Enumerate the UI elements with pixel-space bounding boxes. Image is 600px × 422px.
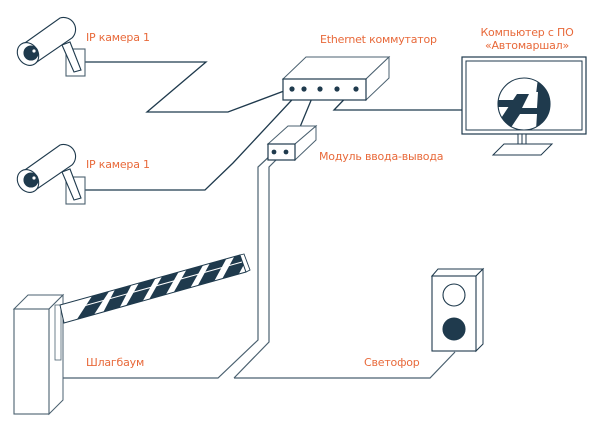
computer-label: Компьютер с ПО «Автомаршал»	[468, 26, 586, 52]
wire-io-barrier	[62, 152, 274, 379]
camera-2-label: IP камера 1	[86, 158, 150, 171]
wire-io-trafficlight	[234, 351, 456, 379]
camera-1-label: IP камера 1	[86, 31, 150, 44]
io-module-icon	[266, 124, 318, 162]
computer-label-line1: Компьютер с ПО	[480, 26, 574, 39]
io-module-label: Модуль ввода-вывода	[319, 150, 444, 163]
traffic-light-icon	[430, 267, 485, 353]
switch-label: Ethernet коммутатор	[320, 33, 437, 46]
network-switch-icon	[281, 55, 391, 102]
wire-camera1-switch	[85, 61, 293, 113]
automarshal-logo-icon	[497, 77, 551, 131]
camera-2-icon	[16, 143, 86, 205]
camera-1-icon	[16, 16, 86, 77]
traffic-light-label: Светофор	[364, 356, 420, 369]
wire-camera2-switch	[85, 87, 304, 191]
barrier-label: Шлагбаум	[86, 356, 145, 369]
barrier-gate-icon	[12, 253, 251, 416]
computer-label-line2: «Автомаршал»	[484, 39, 570, 52]
